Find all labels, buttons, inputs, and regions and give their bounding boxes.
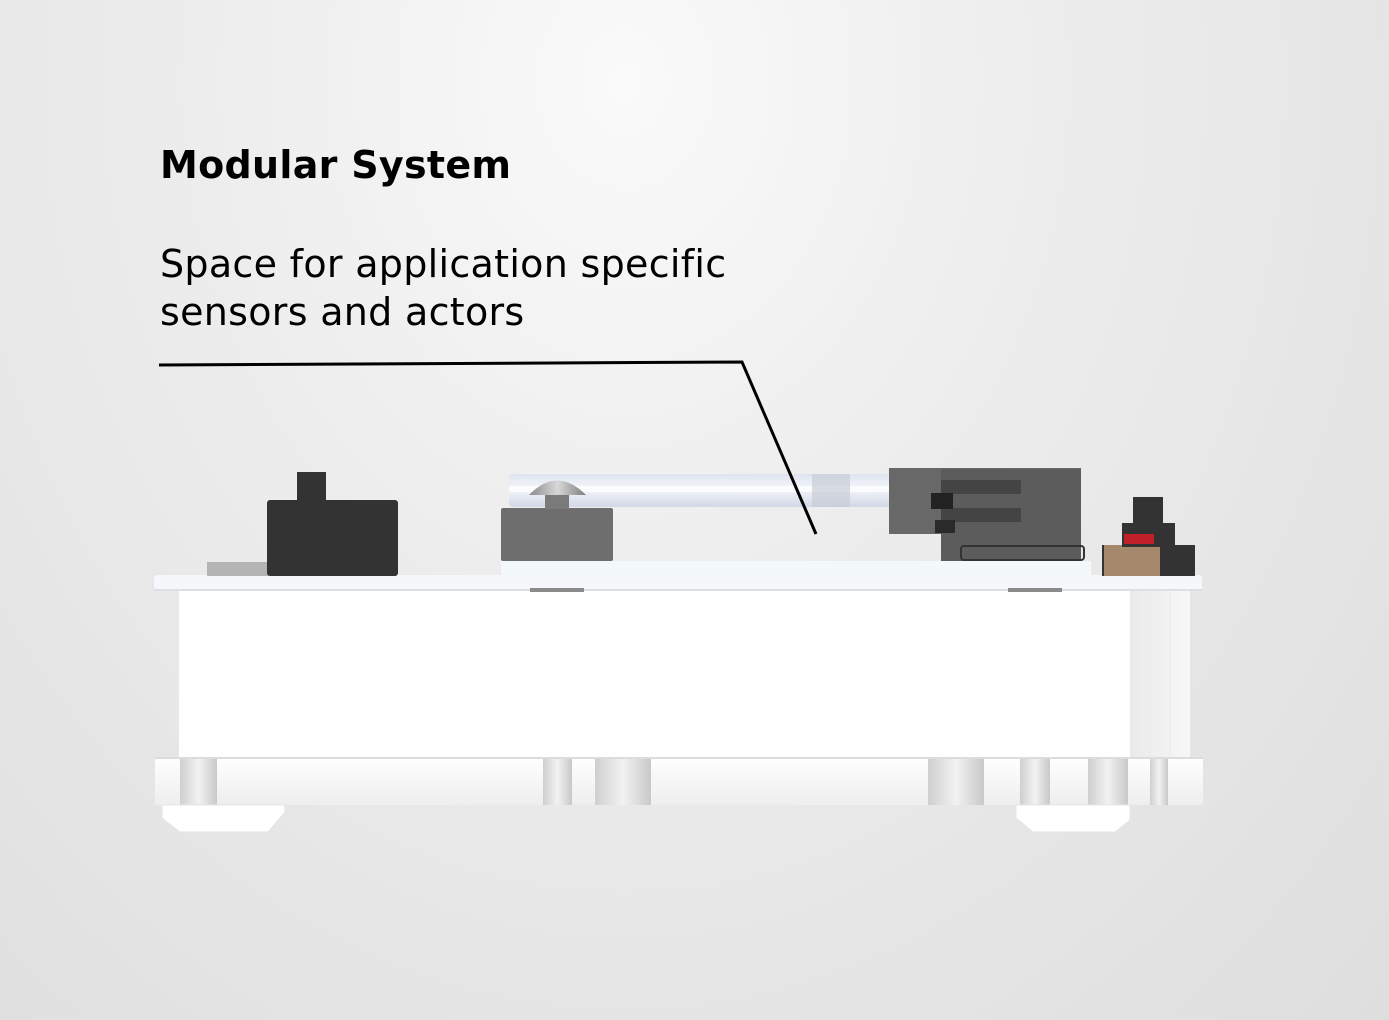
housing (179, 590, 1190, 757)
feet (161, 804, 1131, 833)
actuator-module (889, 468, 1085, 561)
description-line-2: sensors and actors (160, 290, 525, 334)
sensor-module-left (207, 472, 398, 576)
module-area (501, 561, 1091, 576)
acrylic-rod (509, 474, 894, 507)
heading: Modular System (160, 143, 512, 187)
push-button-module (1102, 497, 1195, 576)
top-plate (154, 575, 1202, 592)
screw-mount-block (501, 480, 613, 561)
description-line-1: Space for application specific (160, 242, 727, 286)
support-posts (180, 759, 1168, 805)
leader-line (158, 360, 818, 535)
description: Space for application specific sensors a… (160, 240, 800, 336)
